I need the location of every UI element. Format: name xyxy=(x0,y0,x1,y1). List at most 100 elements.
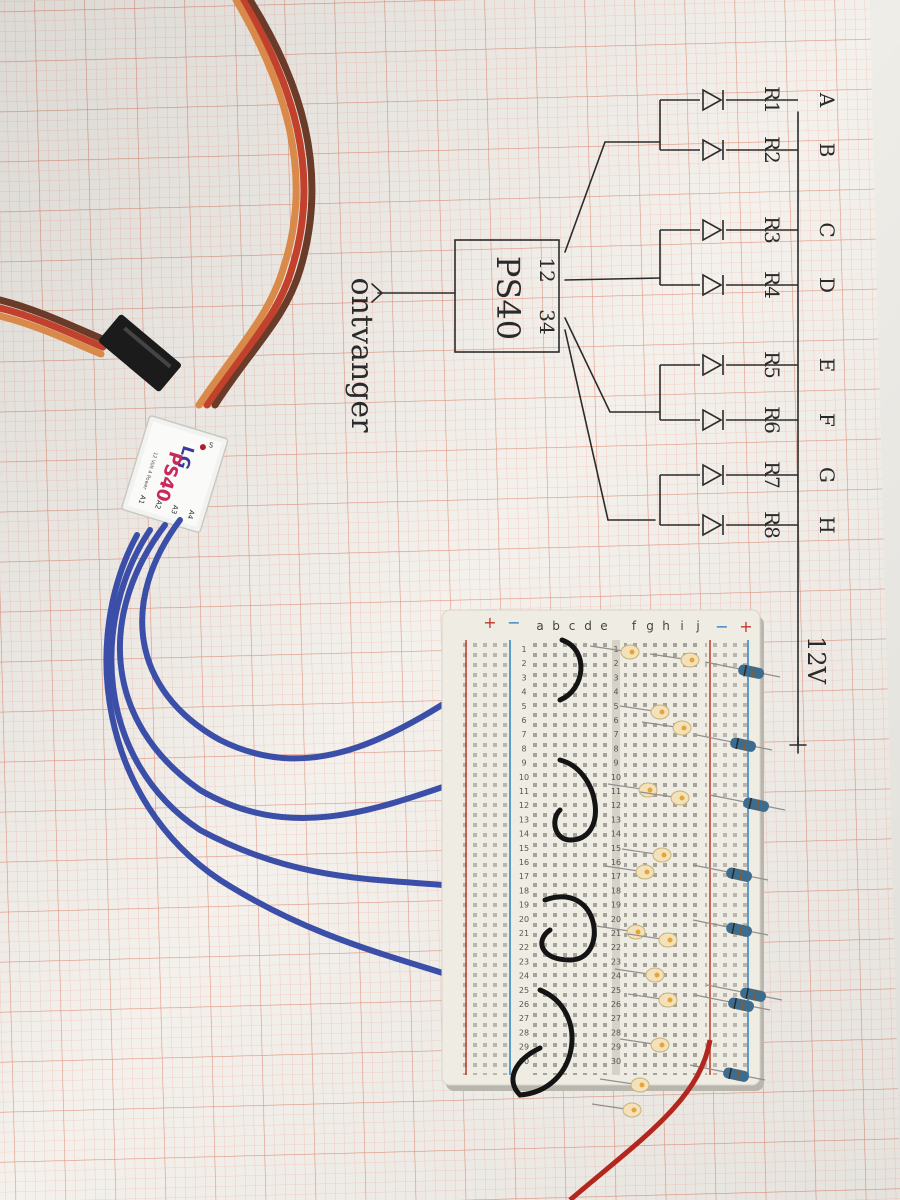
row-number: 23 xyxy=(519,957,529,966)
led xyxy=(591,1102,642,1118)
led xyxy=(627,932,678,948)
column-letter: e xyxy=(600,619,607,633)
red-supply-wire xyxy=(568,1039,713,1200)
row-number: 3 xyxy=(521,673,526,682)
wire-pair-gh xyxy=(564,329,656,521)
diode-icon xyxy=(702,88,724,112)
column-letter: c xyxy=(569,619,576,633)
row-number: 25 xyxy=(611,986,621,995)
row-number: 30 xyxy=(611,1057,621,1066)
rail-minus-right: − xyxy=(715,617,728,636)
resistor xyxy=(692,919,769,937)
diode-row xyxy=(660,353,798,377)
column-letter: b xyxy=(552,619,560,633)
row-number: 17 xyxy=(519,872,529,881)
receiver-arrow-icon xyxy=(371,283,384,303)
rail-plus-right: + xyxy=(739,617,752,636)
ps40-label: PS40 xyxy=(489,256,527,340)
row-number: 25 xyxy=(519,986,529,995)
row-number: 11 xyxy=(611,787,621,796)
module-pins-34: 34 xyxy=(535,309,559,334)
black-jumper-wires xyxy=(510,637,598,1098)
module-pin-label: A1 xyxy=(137,494,147,505)
wire-pair-cd xyxy=(564,277,661,281)
diode-icon xyxy=(702,408,724,432)
row-number: 2 xyxy=(521,659,526,668)
row-number: 5 xyxy=(613,702,618,711)
module-pin-label: A4 xyxy=(185,509,196,521)
rail-plus-left: + xyxy=(483,613,496,632)
diode-icon xyxy=(702,463,724,487)
row-number: 4 xyxy=(613,688,618,697)
row-number: 28 xyxy=(611,1028,621,1037)
row-number: 18 xyxy=(611,886,621,895)
wire-pair-ab xyxy=(564,141,661,253)
row-number: 12 xyxy=(519,801,529,810)
row-number: 24 xyxy=(519,972,529,981)
diode-icon xyxy=(702,353,724,377)
row-number: 7 xyxy=(521,730,526,739)
row-number: 15 xyxy=(611,844,621,853)
schematic-diodes xyxy=(659,88,798,537)
diode-row xyxy=(660,273,798,297)
resistor xyxy=(692,864,769,882)
column-letter: h xyxy=(662,619,670,633)
row-number: 3 xyxy=(613,673,618,682)
module-signal-label: S xyxy=(208,441,215,450)
diode-row xyxy=(660,138,798,162)
column-letter: f xyxy=(632,619,637,633)
row-number: 20 xyxy=(519,915,529,924)
row-number: 2 xyxy=(613,659,618,668)
resistor xyxy=(704,661,781,679)
row-number: 26 xyxy=(611,1000,621,1009)
left-terminal-strip xyxy=(530,640,608,1075)
channel-letter: C xyxy=(815,222,839,237)
module-pin-label: A2 xyxy=(153,499,163,510)
resistor-label: R3 xyxy=(760,216,784,244)
row-number: 29 xyxy=(611,1043,621,1052)
diode-row xyxy=(660,513,798,537)
diode-icon xyxy=(702,138,724,162)
row-number: 22 xyxy=(519,943,529,952)
column-letter: a xyxy=(536,619,543,633)
row-number: 19 xyxy=(519,901,529,910)
channel-letter: D xyxy=(815,277,839,293)
plus-sign-mark xyxy=(789,736,807,754)
rail-minus-left: − xyxy=(507,613,520,632)
led xyxy=(599,1077,650,1093)
resistor-label: R2 xyxy=(760,136,784,164)
diode-icon xyxy=(702,273,724,297)
schematic-drawing xyxy=(371,111,807,754)
led xyxy=(621,847,672,863)
led xyxy=(641,720,692,736)
row-number: 14 xyxy=(611,830,621,839)
row-number: 6 xyxy=(521,716,526,725)
channel-letter: G xyxy=(815,467,839,483)
row-number: 21 xyxy=(611,929,621,938)
resistor-label: R8 xyxy=(760,511,784,539)
row-number: 26 xyxy=(519,1000,529,1009)
row-number: 10 xyxy=(519,773,529,782)
resistor xyxy=(696,734,773,752)
row-number: 18 xyxy=(519,886,529,895)
row-number: 27 xyxy=(611,1014,621,1023)
center-channel xyxy=(612,640,620,1075)
row-number: 13 xyxy=(519,815,529,824)
led xyxy=(619,1037,670,1053)
row-number: 27 xyxy=(519,1014,529,1023)
row-number: 17 xyxy=(611,872,621,881)
row-number: 7 xyxy=(613,730,618,739)
led xyxy=(619,704,670,720)
row-number: 19 xyxy=(611,901,621,910)
row-number: 6 xyxy=(613,716,618,725)
row-number: 29 xyxy=(519,1043,529,1052)
row-number: 21 xyxy=(519,929,529,938)
row-number: 14 xyxy=(519,830,529,839)
column-letter: i xyxy=(680,619,683,633)
resistor xyxy=(694,994,771,1012)
row-number: 23 xyxy=(611,957,621,966)
